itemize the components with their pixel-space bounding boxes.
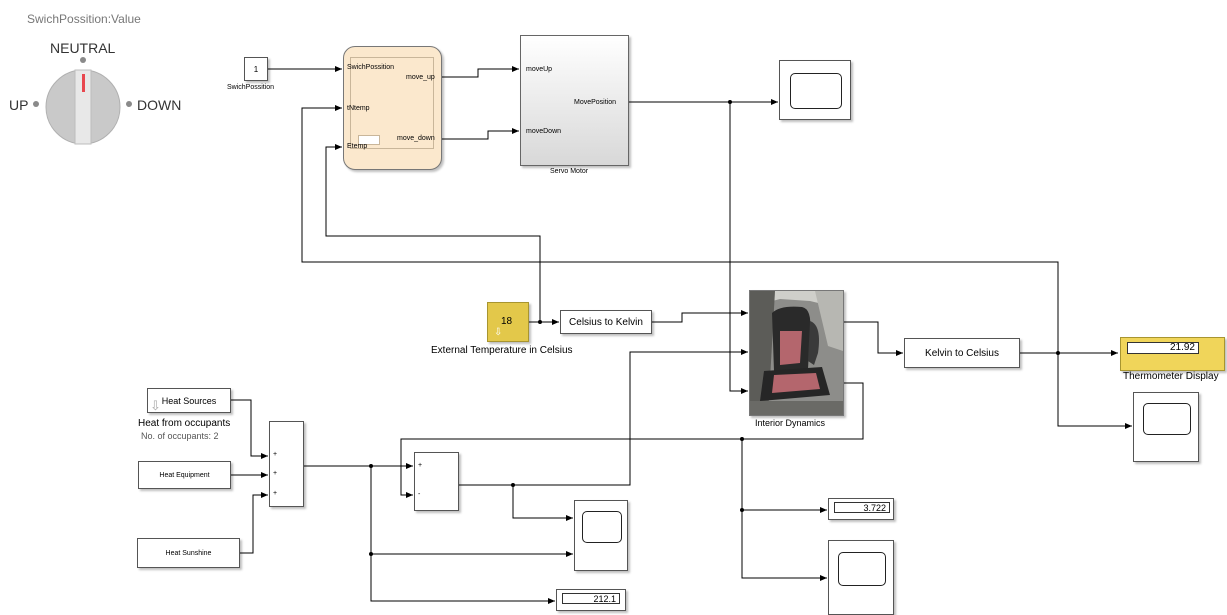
chart-in-etemp: Etemp xyxy=(347,143,367,150)
wire-to-scope-bottom xyxy=(742,439,827,578)
sum-heat-sign-1: + xyxy=(273,451,277,458)
display-heat-block[interactable]: 212.1 xyxy=(556,589,626,611)
switch-constant-caption: SwichPossition xyxy=(227,84,274,91)
thermometer-caption: Thermometer Display xyxy=(1123,371,1219,382)
knob-up-label: UP xyxy=(9,97,28,113)
chart-in-ntemp: tNtemp xyxy=(347,105,370,112)
display-flow-value: 3.722 xyxy=(834,502,890,513)
heat-sunshine-label: Heat Sunshine xyxy=(166,550,212,557)
switch-logic-chart[interactable]: SwichPossition tNtemp Etemp move_up move… xyxy=(343,46,442,170)
celsius-to-kelvin-block[interactable]: Celsius to Kelvin xyxy=(560,310,652,334)
rotary-switch-knob[interactable] xyxy=(30,52,140,162)
chart-out-down: move_down xyxy=(397,135,435,142)
wire-c2k-to-interior xyxy=(652,313,748,322)
display-flow-block[interactable]: 3.722 xyxy=(828,498,894,520)
knob-signal-label: SwichPossition:Value xyxy=(27,12,141,26)
external-temperature-value: 18 xyxy=(501,316,512,327)
servo-in-down: moveDown xyxy=(526,128,561,135)
servo-caption: Servo Motor xyxy=(550,168,588,175)
down-arrow-icon: ⇩ xyxy=(150,398,161,414)
servo-motor-block[interactable]: moveUp moveDown MovePosition xyxy=(520,35,629,166)
wire-sum3-to-display xyxy=(371,554,555,601)
heat-sources-block[interactable]: Heat Sources ⇩ xyxy=(147,388,231,413)
scope-screen-icon xyxy=(838,552,886,586)
servo-out-position: MovePosition xyxy=(574,99,616,106)
thermometer-value: 21.92 xyxy=(1127,342,1199,354)
display-heat-value: 212.1 xyxy=(562,593,620,604)
switch-constant-block[interactable]: 1 xyxy=(244,57,268,81)
chart-out-up: move_up xyxy=(406,74,435,81)
scope-position[interactable] xyxy=(779,60,851,120)
sum-heat-block[interactable]: + + + xyxy=(269,421,304,507)
wire-moveup xyxy=(440,69,519,77)
heat-equipment-label: Heat Equipment xyxy=(159,472,209,479)
external-temperature-block[interactable]: 18 ⇩ xyxy=(487,302,529,342)
knob-down-label: DOWN xyxy=(137,97,181,113)
external-temperature-caption: External Temperature in Celsius xyxy=(431,345,573,356)
scope-heat[interactable] xyxy=(574,500,628,571)
scope-screen-icon xyxy=(790,73,842,109)
scope-screen-icon xyxy=(1143,403,1191,435)
chart-in-switch: SwichPossition xyxy=(347,64,394,71)
thermometer-display-block[interactable]: 21.92 xyxy=(1120,337,1225,371)
knob-pointer xyxy=(82,74,85,92)
sum-heat-sign-3: + xyxy=(273,490,277,497)
sum-net-sign-2: - xyxy=(418,491,420,498)
wire-heatsunshine xyxy=(240,495,268,553)
car-seat-image xyxy=(750,291,843,415)
wire-movedown xyxy=(440,131,519,139)
switch-constant-value: 1 xyxy=(254,65,258,74)
wire-interior-to-k2c xyxy=(842,322,903,353)
heat-sources-label: Heat Sources xyxy=(162,396,217,406)
scope-temperature[interactable] xyxy=(1133,392,1199,462)
k2c-label: Kelvin to Celsius xyxy=(925,348,999,359)
wire-sum2-to-interior xyxy=(459,352,748,485)
interior-dynamics-block[interactable] xyxy=(749,290,844,416)
wire-etemp xyxy=(326,147,540,322)
heat-sources-caption-2: No. of occupants: 2 xyxy=(141,431,219,441)
heat-equipment-block[interactable]: Heat Equipment xyxy=(138,461,231,489)
scope-screen-icon xyxy=(582,511,622,543)
wire-heatsources xyxy=(231,400,268,456)
kelvin-to-celsius-block[interactable]: Kelvin to Celsius xyxy=(904,338,1020,368)
sum-net-sign-1: + xyxy=(418,462,422,469)
interior-dynamics-caption: Interior Dynamics xyxy=(755,418,825,428)
heat-sources-caption-1: Heat from occupants xyxy=(138,418,230,429)
wire-position-to-interior xyxy=(730,102,748,391)
sum-net-heat-block[interactable]: + - xyxy=(414,452,459,511)
heat-sunshine-block[interactable]: Heat Sunshine xyxy=(137,538,240,568)
servo-in-up: moveUp xyxy=(526,66,552,73)
down-arrow-icon: ⇩ xyxy=(494,327,502,338)
wire-sum2-to-scope xyxy=(513,485,573,518)
c2k-label: Celsius to Kelvin xyxy=(569,317,643,328)
scope-flow[interactable] xyxy=(828,540,894,615)
sum-heat-sign-2: + xyxy=(273,470,277,477)
